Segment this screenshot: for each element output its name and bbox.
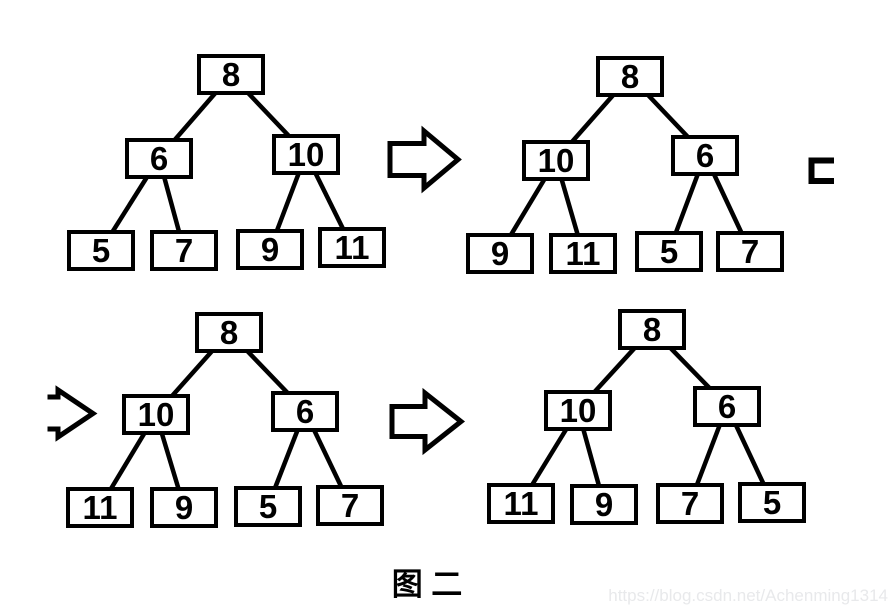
tree-node-value: 7 (681, 485, 699, 522)
clipped-arrow-tail-icon (808, 157, 834, 184)
watermark-text: https://blog.csdn.net/Achenming1314 (608, 586, 888, 605)
tree-node-box (236, 229, 304, 270)
tree-node-value: 6 (696, 137, 714, 174)
tree-node-value: 8 (222, 56, 240, 93)
tree-node-box (549, 233, 617, 274)
tree-node-value: 6 (296, 393, 314, 430)
tree-node-box (570, 484, 638, 525)
tree-node-box (150, 230, 218, 271)
tree-node-value: 11 (335, 229, 370, 266)
tree-node-value: 7 (175, 232, 193, 269)
tree-step-2: 8 10 6 9 11 5 7 (466, 56, 784, 274)
tree-node-value: 9 (175, 489, 193, 526)
tree-node-box (66, 487, 134, 528)
tree-node-value: 10 (288, 136, 325, 173)
block-arrow-right-icon (387, 125, 462, 194)
tree-node-box (67, 230, 135, 271)
tree-node-value: 5 (259, 488, 277, 525)
tree-node-box (271, 391, 339, 432)
tree-node-value: 5 (660, 233, 678, 270)
tree-node-value: 6 (150, 140, 168, 177)
tree-node-box (656, 483, 724, 524)
tree-node-value: 9 (595, 486, 613, 523)
tree-step-1: 8 6 10 5 7 9 11 (67, 54, 386, 271)
tree-node-box (618, 309, 686, 350)
tree-node-box (466, 233, 534, 274)
tree-node-box (316, 485, 384, 526)
tree-node-value: 11 (83, 489, 118, 526)
tree-node-value: 8 (621, 58, 639, 95)
tree-node-box (716, 231, 784, 272)
tree-node-value: 10 (138, 396, 175, 433)
tree-node-box (671, 135, 739, 176)
tree-node-box (125, 138, 193, 179)
tree-node-box (234, 486, 302, 527)
tree-node-value: 10 (560, 392, 597, 429)
figure-caption: 图 二 (392, 567, 463, 602)
tree-node-box (596, 56, 664, 97)
tree-node-value: 6 (718, 388, 736, 425)
tree-node-value: 9 (261, 231, 279, 268)
tree-node-value: 8 (643, 311, 661, 348)
tree-node-box (522, 140, 590, 181)
tree-node-value: 10 (538, 142, 575, 179)
block-arrow-right-icon (389, 387, 466, 456)
tree-node-value: 5 (763, 484, 781, 521)
tree-node-box (197, 54, 265, 95)
tree-node-value: 7 (741, 233, 759, 270)
tree-node-box (693, 386, 761, 427)
clipped-block-arrow-icon (47, 385, 98, 442)
tree-node-value: 8 (220, 314, 238, 351)
tree-node-value: 5 (92, 232, 110, 269)
tree-node-box (195, 312, 263, 353)
tree-node-value: 11 (504, 485, 539, 522)
tree-node-box (544, 390, 612, 431)
tree-node-value: 7 (341, 487, 359, 524)
tree-node-box (738, 482, 806, 523)
tree-node-box (122, 394, 190, 435)
tree-node-box (318, 227, 386, 268)
tree-node-value: 11 (566, 235, 601, 272)
tree-step-3: 8 10 6 11 9 5 7 (66, 312, 384, 528)
tree-node-box (150, 487, 218, 528)
tree-node-box (635, 231, 703, 272)
tree-node-box (272, 134, 340, 175)
tree-node-value: 9 (491, 235, 509, 272)
tree-node-box (487, 483, 555, 524)
tree-step-4: 8 10 6 11 9 7 5 (487, 309, 806, 525)
